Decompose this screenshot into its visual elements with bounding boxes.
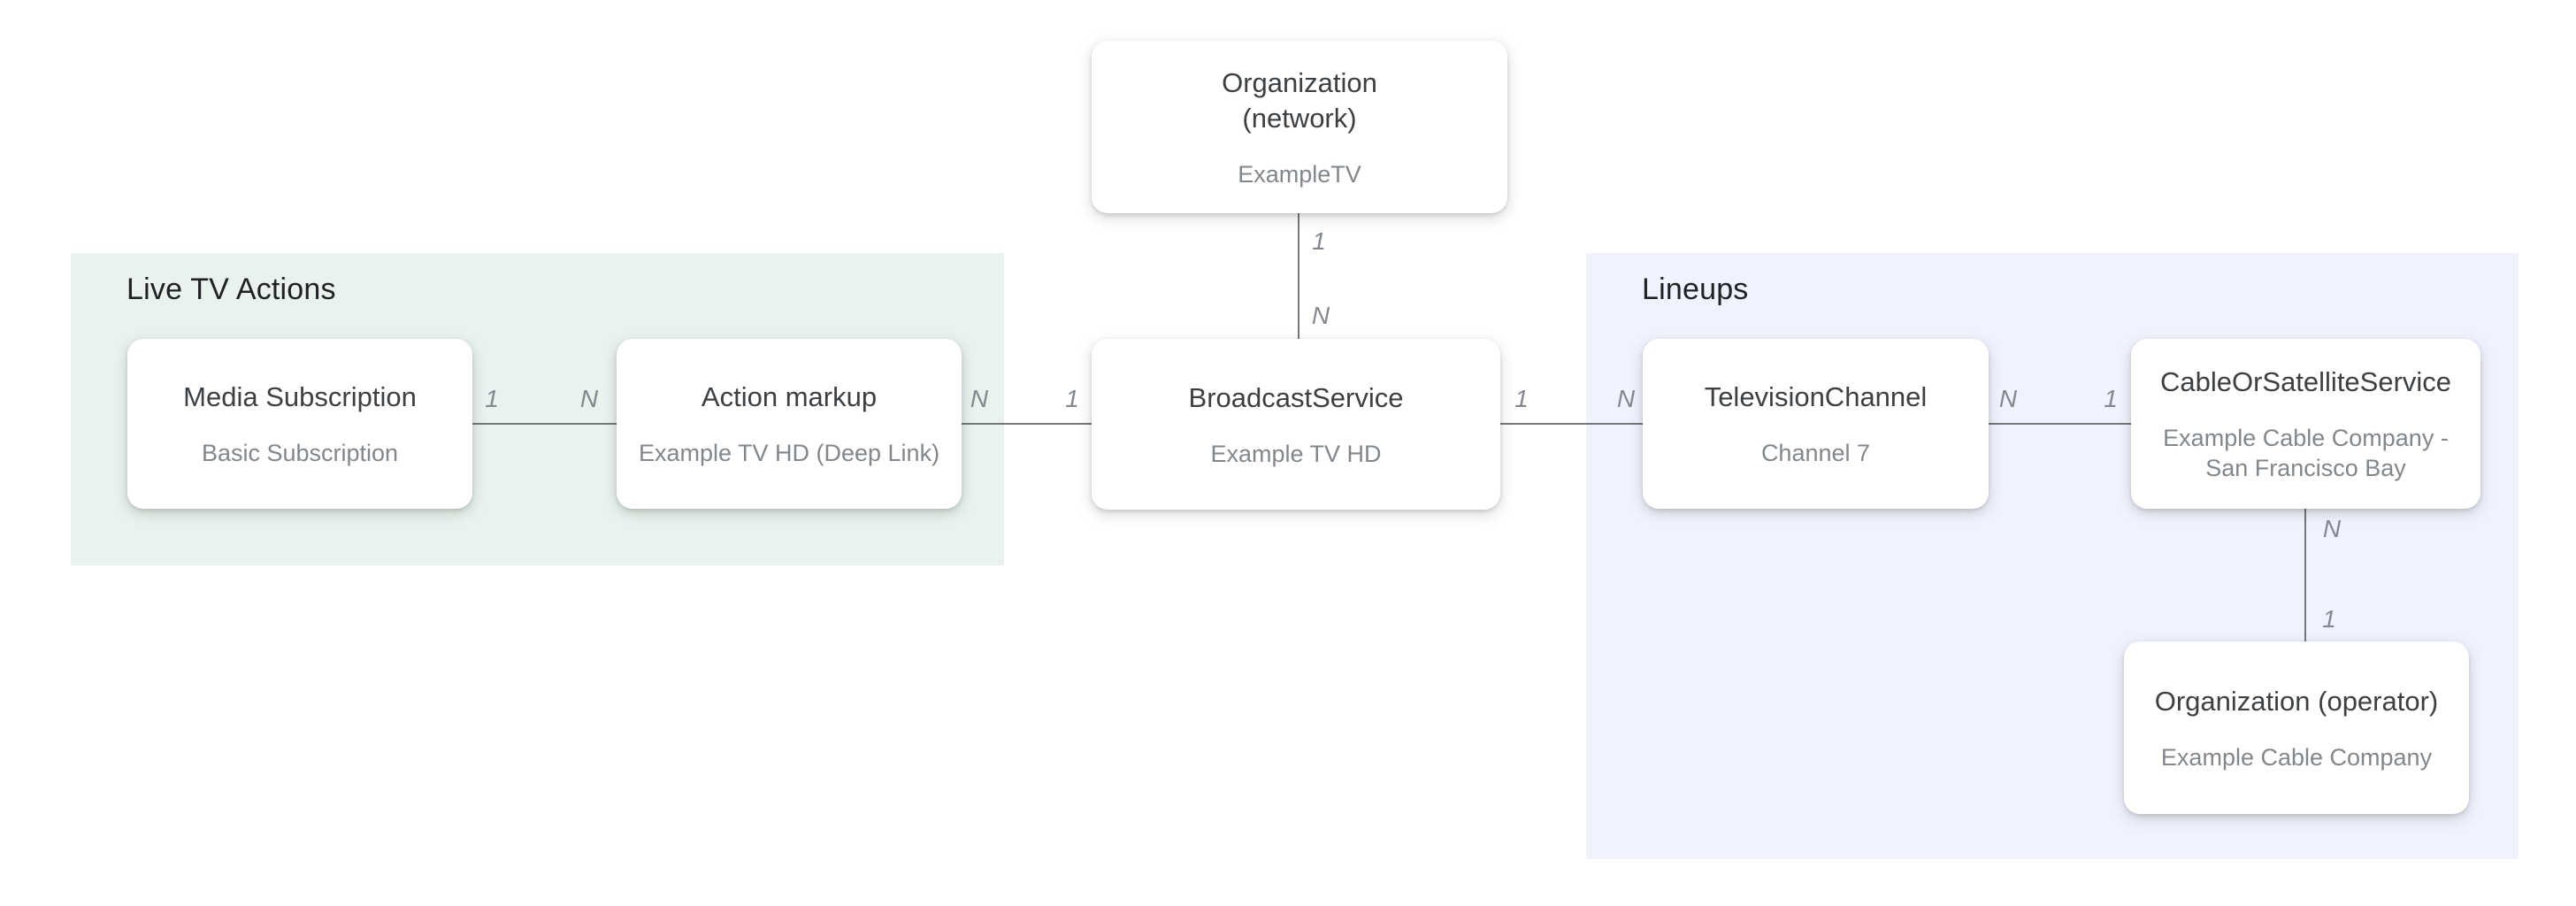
node-title: Media Subscription (183, 381, 417, 412)
cardinality-label: 1 (1312, 227, 1326, 255)
region-title-live-tv-actions: Live TV Actions (126, 273, 336, 306)
connector-cableservice-to-operator (2304, 509, 2306, 641)
connector-actionmarkup-to-broadcastservice (962, 423, 1092, 425)
node-subtitle: Example TV HD (1210, 440, 1382, 467)
cardinality-label: 1 (2322, 605, 2336, 633)
cardinality-label: 1 (2104, 385, 2118, 412)
connector-network-to-broadcastservice (1298, 213, 1300, 339)
connector-broadcastservice-to-televisionchannel (1500, 423, 1643, 425)
node-title: TelevisionChannel (1704, 381, 1928, 412)
node-cable-or-satellite-service: CableOrSatelliteService Example Cable Co… (2131, 339, 2480, 509)
node-organization-network: Organization (network) ExampleTV (1092, 41, 1507, 213)
cardinality-label: N (1616, 385, 1636, 412)
node-title: Organization (network) (1222, 65, 1377, 136)
node-subtitle: ExampleTV (1238, 160, 1361, 188)
cardinality-label: N (579, 385, 599, 412)
node-subtitle: Channel 7 (1760, 440, 1871, 466)
cardinality-label: 1 (1514, 385, 1529, 412)
region-title-lineups: Lineups (1642, 273, 1749, 306)
node-title-line1: Organization (1222, 66, 1377, 98)
cardinality-label: N (970, 385, 989, 412)
node-title: Action markup (701, 381, 878, 412)
connector-televisionchannel-to-cableservice (1989, 423, 2131, 425)
node-subtitle: Example Cable Company - San Francisco Ba… (2163, 425, 2449, 481)
cardinality-label: 1 (1065, 385, 1079, 412)
connector-mediasubscription-to-actionmarkup (472, 423, 617, 425)
node-title: Organization (operator) (2154, 685, 2439, 717)
node-subtitle: Example Cable Company (2160, 743, 2433, 771)
node-television-channel: TelevisionChannel Channel 7 (1643, 339, 1989, 509)
node-media-subscription: Media Subscription Basic Subscription (127, 339, 472, 509)
node-title: BroadcastService (1188, 381, 1404, 413)
node-title-line2: (network) (1242, 102, 1357, 134)
node-subtitle: Example TV HD (Deep Link) (638, 440, 940, 466)
node-broadcast-service: BroadcastService Example TV HD (1092, 339, 1500, 510)
cardinality-label: N (1311, 302, 1330, 329)
cardinality-label: N (2322, 515, 2342, 542)
cardinality-label: 1 (485, 385, 499, 412)
node-organization-operator: Organization (operator) Example Cable Co… (2124, 641, 2469, 814)
cardinality-label: N (1998, 385, 2018, 412)
node-subtitle: Basic Subscription (201, 440, 399, 466)
node-title: CableOrSatelliteService (2159, 366, 2452, 397)
node-action-markup: Action markup Example TV HD (Deep Link) (617, 339, 962, 509)
